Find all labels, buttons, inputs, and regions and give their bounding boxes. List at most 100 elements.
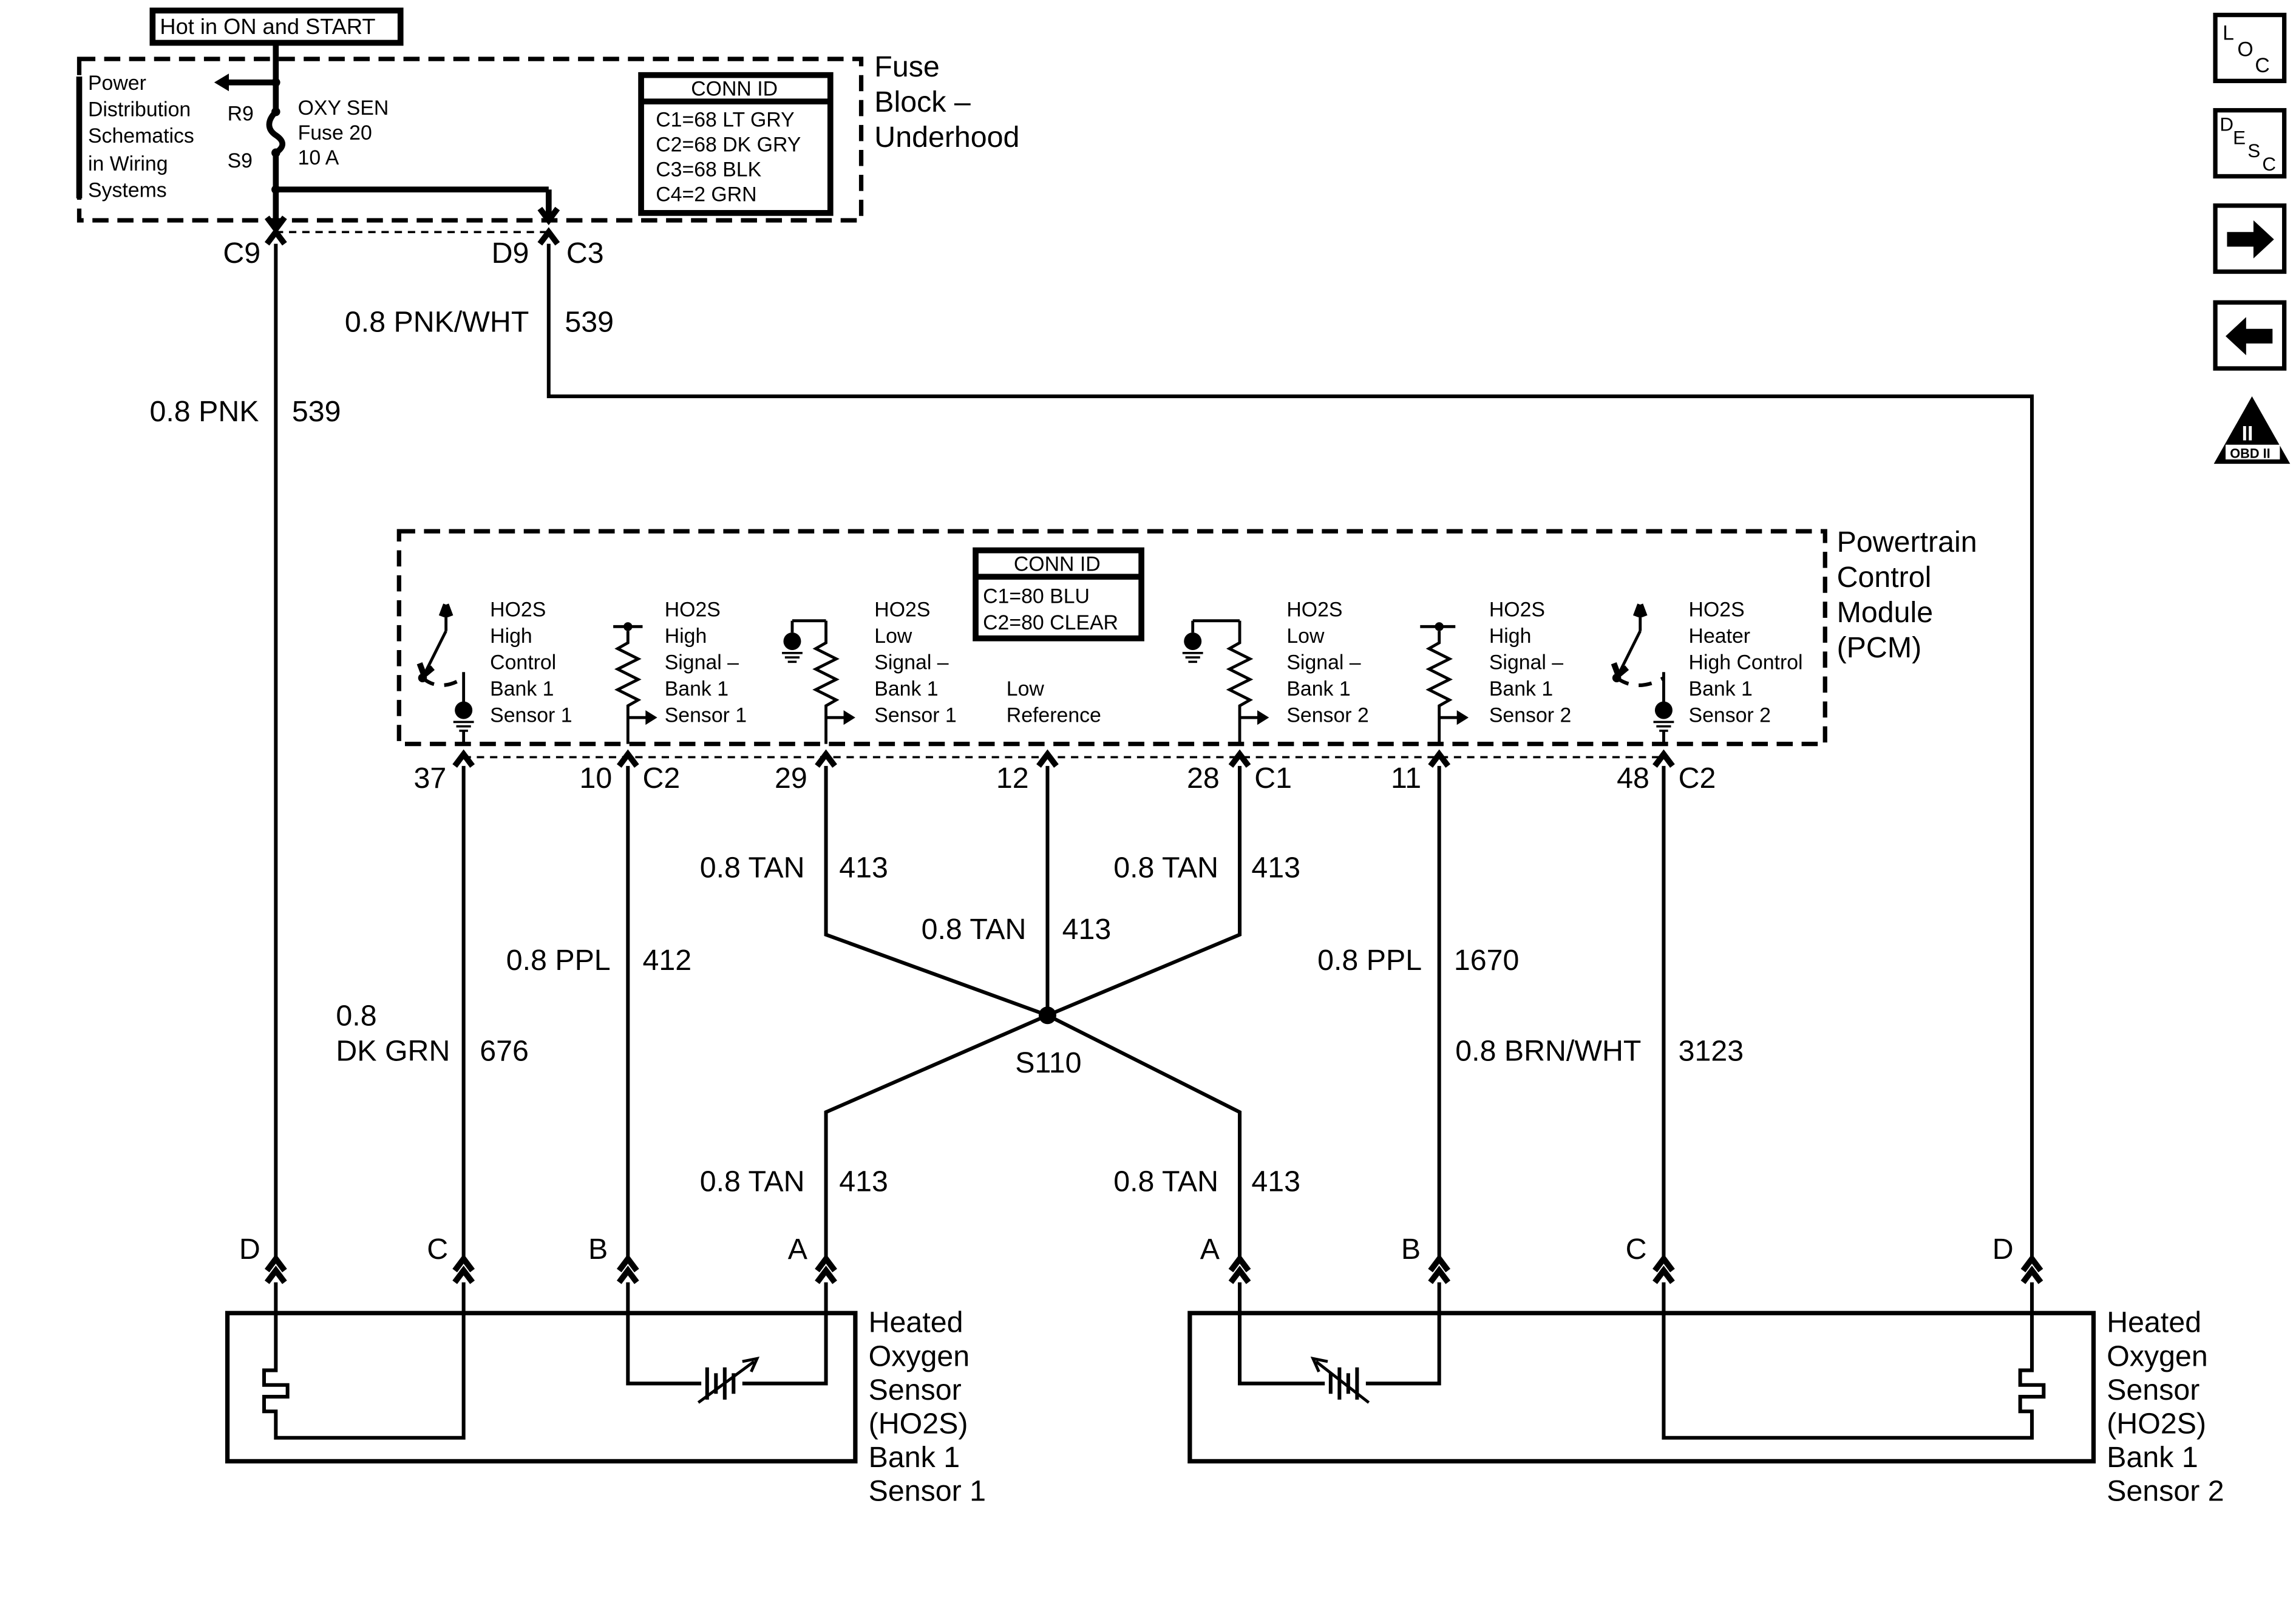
pcm-conn-c2-left: C2 bbox=[642, 762, 680, 795]
desc-letter-c: C bbox=[2262, 154, 2276, 175]
fuse-label-2: Fuse 20 bbox=[298, 121, 372, 144]
pcm-pin-37: 37 bbox=[413, 762, 446, 795]
sensor2-title-5: Bank 1 bbox=[2107, 1441, 2198, 1474]
sensor1-pin-c: C bbox=[427, 1233, 448, 1266]
wire-ppl-1670-gauge: 0.8 PPL bbox=[1317, 944, 1422, 977]
pcm-circuit-0-line-2: Control bbox=[490, 651, 556, 674]
fuse-block-title-3: Underhood bbox=[874, 121, 1019, 154]
fuse-conn-id-c2: C2=68 DK GRY bbox=[656, 133, 801, 156]
fuse-pin-r9: R9 bbox=[228, 103, 254, 126]
pcm-title-3: Module bbox=[1837, 596, 1934, 629]
wire-tan-right-upper-circuit: 413 bbox=[1251, 852, 1300, 884]
wire-dk-grn-gauge-2: DK GRN bbox=[336, 1035, 450, 1068]
pcm-circuit-2-line-3: Bank 1 bbox=[874, 677, 938, 700]
fuse-pin-s9: S9 bbox=[228, 149, 253, 172]
ho2s-sensor-1: D C B A Heated Oxygen Sensor (HO2S) Bank… bbox=[225, 1233, 986, 1508]
arrow-right-icon bbox=[2227, 220, 2274, 259]
wire-tan-center-gauge: 0.8 TAN bbox=[922, 913, 1027, 946]
pcm-circuit-3-line-1: Reference bbox=[1007, 703, 1101, 727]
sensor1-title-2: Oxygen bbox=[869, 1340, 970, 1372]
wire-tan-left-upper-circuit: 413 bbox=[839, 852, 888, 884]
wire-tan-left-lower-gauge: 0.8 TAN bbox=[700, 1165, 805, 1198]
wire-tan-right-upper-gauge: 0.8 TAN bbox=[1113, 852, 1218, 884]
fuse-block-title-2: Block – bbox=[874, 86, 971, 118]
pcm-circuit-5-line-0: HO2S bbox=[1489, 598, 1545, 621]
pcm-conn-id-c1: C1=80 BLU bbox=[983, 585, 1090, 608]
switch-icon bbox=[424, 630, 447, 673]
pcm-circuit-4-line-4: Sensor 2 bbox=[1286, 703, 1368, 727]
pcm-circuit-low-signal-s2: HO2S Low Signal – Bank 1 Sensor 2 bbox=[1182, 598, 1369, 744]
pcm-circuit-1-line-4: Sensor 1 bbox=[665, 703, 747, 727]
wire-pnk-circuit: 539 bbox=[292, 395, 341, 428]
wire-dk-grn: 0.8 DK GRN 676 bbox=[336, 765, 529, 1262]
resistor-icon bbox=[1226, 620, 1254, 744]
ho2s-sensor-2: A B C D Heated Oxygen Sensor (HO2S) Bank… bbox=[1187, 1233, 2224, 1508]
pcm-conn-c1: C1 bbox=[1254, 762, 1292, 795]
sensor2-title-1: Heated bbox=[2107, 1306, 2201, 1339]
sensor1-title-1: Heated bbox=[869, 1306, 963, 1339]
arrow-right-icon bbox=[1257, 710, 1269, 725]
variable-cell-icon bbox=[697, 1356, 760, 1404]
pcm-circuit-4-line-0: HO2S bbox=[1286, 598, 1342, 621]
pcm-circuit-heater-control-s2: HO2S Heater High Control Bank 1 Sensor 2 bbox=[1611, 598, 1803, 744]
pcm-circuit-2-line-4: Sensor 1 bbox=[874, 703, 956, 727]
splice-label: S110 bbox=[1015, 1046, 1081, 1079]
sensor1-title-4: (HO2S) bbox=[869, 1407, 968, 1440]
pcm-pin-48: 48 bbox=[1617, 762, 1649, 795]
wire-pnk: 0.8 PNK 539 bbox=[149, 243, 341, 1262]
power-dist-note-2: Distribution bbox=[88, 98, 191, 121]
resistor-icon bbox=[614, 631, 642, 744]
pcm-circuit-low-signal-s1: HO2S Low Signal – Bank 1 Sensor 1 bbox=[782, 598, 957, 744]
pcm-circuit-high-control-s1: HO2S High Control Bank 1 Sensor 1 bbox=[416, 598, 572, 744]
sensor1-title-3: Sensor bbox=[869, 1374, 962, 1406]
power-dist-note-3: Schematics bbox=[88, 124, 194, 147]
loc-letter-c: C bbox=[2255, 54, 2269, 77]
wire-brn-wht-gauge: 0.8 BRN/WHT bbox=[1455, 1035, 1641, 1068]
pcm-circuit-4-line-1: Low bbox=[1286, 625, 1325, 648]
obd-ii-icon[interactable]: II OBD II bbox=[2213, 396, 2291, 464]
sensor1-pin-d: D bbox=[239, 1233, 260, 1266]
wire-tan-network: S110 0.8 TAN 413 0.8 TAN 413 0.8 TAN 413… bbox=[700, 765, 1300, 1262]
heater-element-icon bbox=[262, 1282, 466, 1440]
sensor1-title-5: Bank 1 bbox=[869, 1441, 960, 1474]
desc-letter-d: D bbox=[2220, 114, 2233, 135]
sensor1-pin-a: A bbox=[788, 1233, 808, 1266]
prev-button[interactable] bbox=[2213, 300, 2287, 371]
fuse-conn-id-c1: C1=68 LT GRY bbox=[656, 108, 794, 131]
pcm-circuit-5-line-3: Bank 1 bbox=[1489, 677, 1553, 700]
next-button[interactable] bbox=[2213, 203, 2287, 274]
fuse-conn-id-table: CONN ID C1=68 LT GRY C2=68 DK GRY C3=68 … bbox=[638, 72, 834, 216]
pcm-conn-c2-right: C2 bbox=[1679, 762, 1716, 795]
fuse-label-1: OXY SEN bbox=[298, 97, 389, 120]
pcm-circuit-4-line-3: Bank 1 bbox=[1286, 677, 1350, 700]
pcm-circuit-5-line-1: High bbox=[1489, 625, 1532, 648]
sensor2-pin-b: B bbox=[1401, 1233, 1421, 1266]
fuse-icon bbox=[266, 109, 285, 155]
power-dist-note-5: Systems bbox=[88, 178, 167, 202]
fuse-conn-id-c3: C3=68 BLK bbox=[656, 158, 761, 181]
pcm-circuit-0-line-3: Bank 1 bbox=[490, 677, 554, 700]
sensor2-pin-c: C bbox=[1626, 1233, 1647, 1266]
pcm-circuit-0-line-1: High bbox=[490, 625, 532, 648]
pcm-pin-29: 29 bbox=[775, 762, 807, 795]
pcm-circuit-high-signal-s2: HO2S High Signal – Bank 1 Sensor 2 bbox=[1420, 598, 1571, 744]
wire-tan-right-lower-circuit: 413 bbox=[1251, 1165, 1300, 1198]
obd-numeral: II bbox=[2242, 422, 2254, 445]
loc-button[interactable]: L O C bbox=[2213, 12, 2287, 83]
sensor2-pin-d: D bbox=[1992, 1233, 2014, 1266]
arrow-left-icon bbox=[2226, 317, 2273, 356]
wire-tan-left-upper-gauge: 0.8 TAN bbox=[700, 852, 805, 884]
wire-brn-wht-circuit: 3123 bbox=[1679, 1035, 1744, 1068]
sensor1-title-6: Sensor 1 bbox=[869, 1475, 986, 1508]
variable-cell-icon bbox=[1310, 1356, 1370, 1404]
desc-button[interactable]: D E S C bbox=[2213, 108, 2287, 179]
pcm: Powertrain Control Module (PCM) CONN ID … bbox=[396, 526, 1977, 795]
sensor2-title-6: Sensor 2 bbox=[2107, 1475, 2224, 1508]
arrow-right-icon bbox=[1456, 710, 1469, 725]
pcm-pin-28: 28 bbox=[1187, 762, 1220, 795]
fuse-block: Fuse Block – Underhood Power Distributio… bbox=[76, 44, 1019, 270]
pcm-conn-id-table: CONN ID C1=80 BLU C2=80 CLEAR bbox=[973, 547, 1144, 642]
wire-tan-left-lower-circuit: 413 bbox=[839, 1165, 888, 1198]
pcm-conn-id-title: CONN ID bbox=[1014, 553, 1101, 576]
